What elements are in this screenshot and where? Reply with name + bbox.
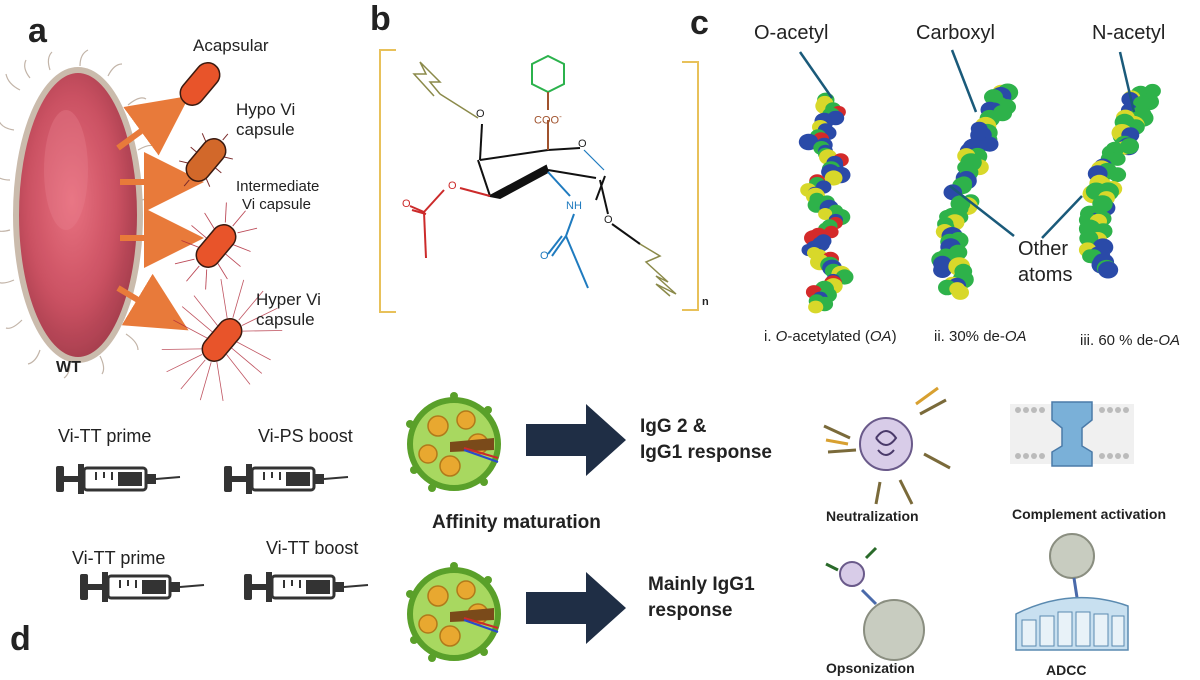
o-acetyl-pointer (798, 51, 834, 99)
atom (1079, 230, 1099, 247)
adcc-icon (1015, 533, 1129, 651)
caption-oa: i. O-acetylated (OA) (764, 328, 897, 345)
variant-arrows (116, 95, 204, 331)
atom (1098, 261, 1119, 279)
panel-label-b: b (370, 0, 391, 38)
n-acetyl-pointer (1118, 51, 1136, 113)
regimen2-prime-label: Vi-TT prime (72, 548, 166, 568)
atom (808, 300, 824, 314)
model-30-deoa (931, 83, 1019, 300)
regimen2-boost-label: Vi-TT boost (266, 538, 359, 558)
regimen1-boost-label: Vi-PS boost (258, 426, 353, 446)
repeat-subscript: n (702, 296, 709, 308)
atom (798, 133, 819, 151)
other-atoms-pointer-1 (949, 185, 1015, 237)
complement-activation-label: Complement activation (1012, 506, 1167, 522)
syringe-boost-2 (242, 570, 370, 604)
intermediate-capsule-bacterium (174, 202, 258, 290)
atom-o-6: O (578, 138, 587, 150)
atom (1092, 195, 1113, 213)
model-oa (798, 92, 854, 314)
atom-o-4: O (540, 250, 549, 262)
response-arrow-2 (526, 572, 626, 644)
atom (933, 262, 952, 278)
n-acetyl-label: N-acetyl (1092, 22, 1166, 44)
wt-bacterium-image (0, 49, 163, 379)
regimen1-response: IgG 2 &IgG1 response (640, 416, 772, 463)
atom-o-2: O (448, 180, 457, 192)
acapsular-bacterium (179, 62, 221, 106)
atom-o-5: O (604, 214, 613, 226)
right-bracket (682, 61, 699, 311)
hypo-capsule-bacterium (178, 133, 234, 187)
adcc-label: ADCC (1046, 662, 1087, 678)
acapsular-label: Acapsular (193, 36, 269, 55)
atom (951, 285, 969, 300)
atom (1120, 138, 1139, 155)
atom (1108, 167, 1127, 183)
syringe-prime-2 (78, 570, 206, 604)
complement-activation-icon (1010, 401, 1134, 467)
carboxyl-pointer (950, 49, 978, 113)
neutralization-label: Neutralization (826, 508, 919, 524)
atom (824, 170, 843, 186)
atom-o-3: O (402, 198, 411, 210)
syringe-boost-1 (222, 462, 350, 496)
carboxyl-label: Carboxyl (916, 22, 995, 44)
pointer-lines (798, 49, 1136, 239)
caption-60-deoa: iii. 60 % de-OA (1080, 332, 1181, 349)
lymph-node-2 (406, 562, 498, 662)
regimen1-prime-label: Vi-TT prime (58, 426, 152, 446)
left-bracket (379, 49, 396, 313)
atom (818, 208, 833, 220)
atom (1109, 151, 1126, 166)
opsonization-icon (825, 546, 925, 661)
opsonization-label: Opsonization (826, 660, 915, 676)
other-atoms-pointer-2 (1041, 195, 1083, 239)
panel-label-c: c (690, 4, 709, 42)
neutralization-icon (823, 386, 951, 505)
syringe-prime-1 (54, 462, 182, 496)
n-acetyl-group (547, 171, 589, 289)
response-arrow-1 (526, 404, 626, 476)
o-acetyl-label: O-acetyl (754, 22, 829, 44)
atom (824, 225, 839, 239)
atom (948, 244, 968, 261)
model-60-deoa (1078, 83, 1161, 279)
o-acetyl-group (409, 187, 491, 259)
carboxylate-label: COO- (534, 112, 562, 127)
ring-substituent (531, 54, 565, 94)
wt-label: WT (56, 359, 81, 376)
affinity-maturation-label: Affinity maturation (432, 512, 601, 533)
panel-label-d: d (10, 620, 31, 658)
glycosidic-link-upper (412, 61, 479, 119)
hyper-capsule-bacterium (161, 278, 283, 402)
lymph-node-1 (406, 392, 498, 492)
panel-label-a: a (28, 12, 47, 50)
caption-30-deoa: ii. 30% de-OA (934, 328, 1027, 345)
glycosidic-link-lower (611, 223, 677, 297)
atom (950, 195, 971, 213)
nh-label: NH (566, 200, 582, 212)
atom-o-1: O (476, 108, 485, 120)
